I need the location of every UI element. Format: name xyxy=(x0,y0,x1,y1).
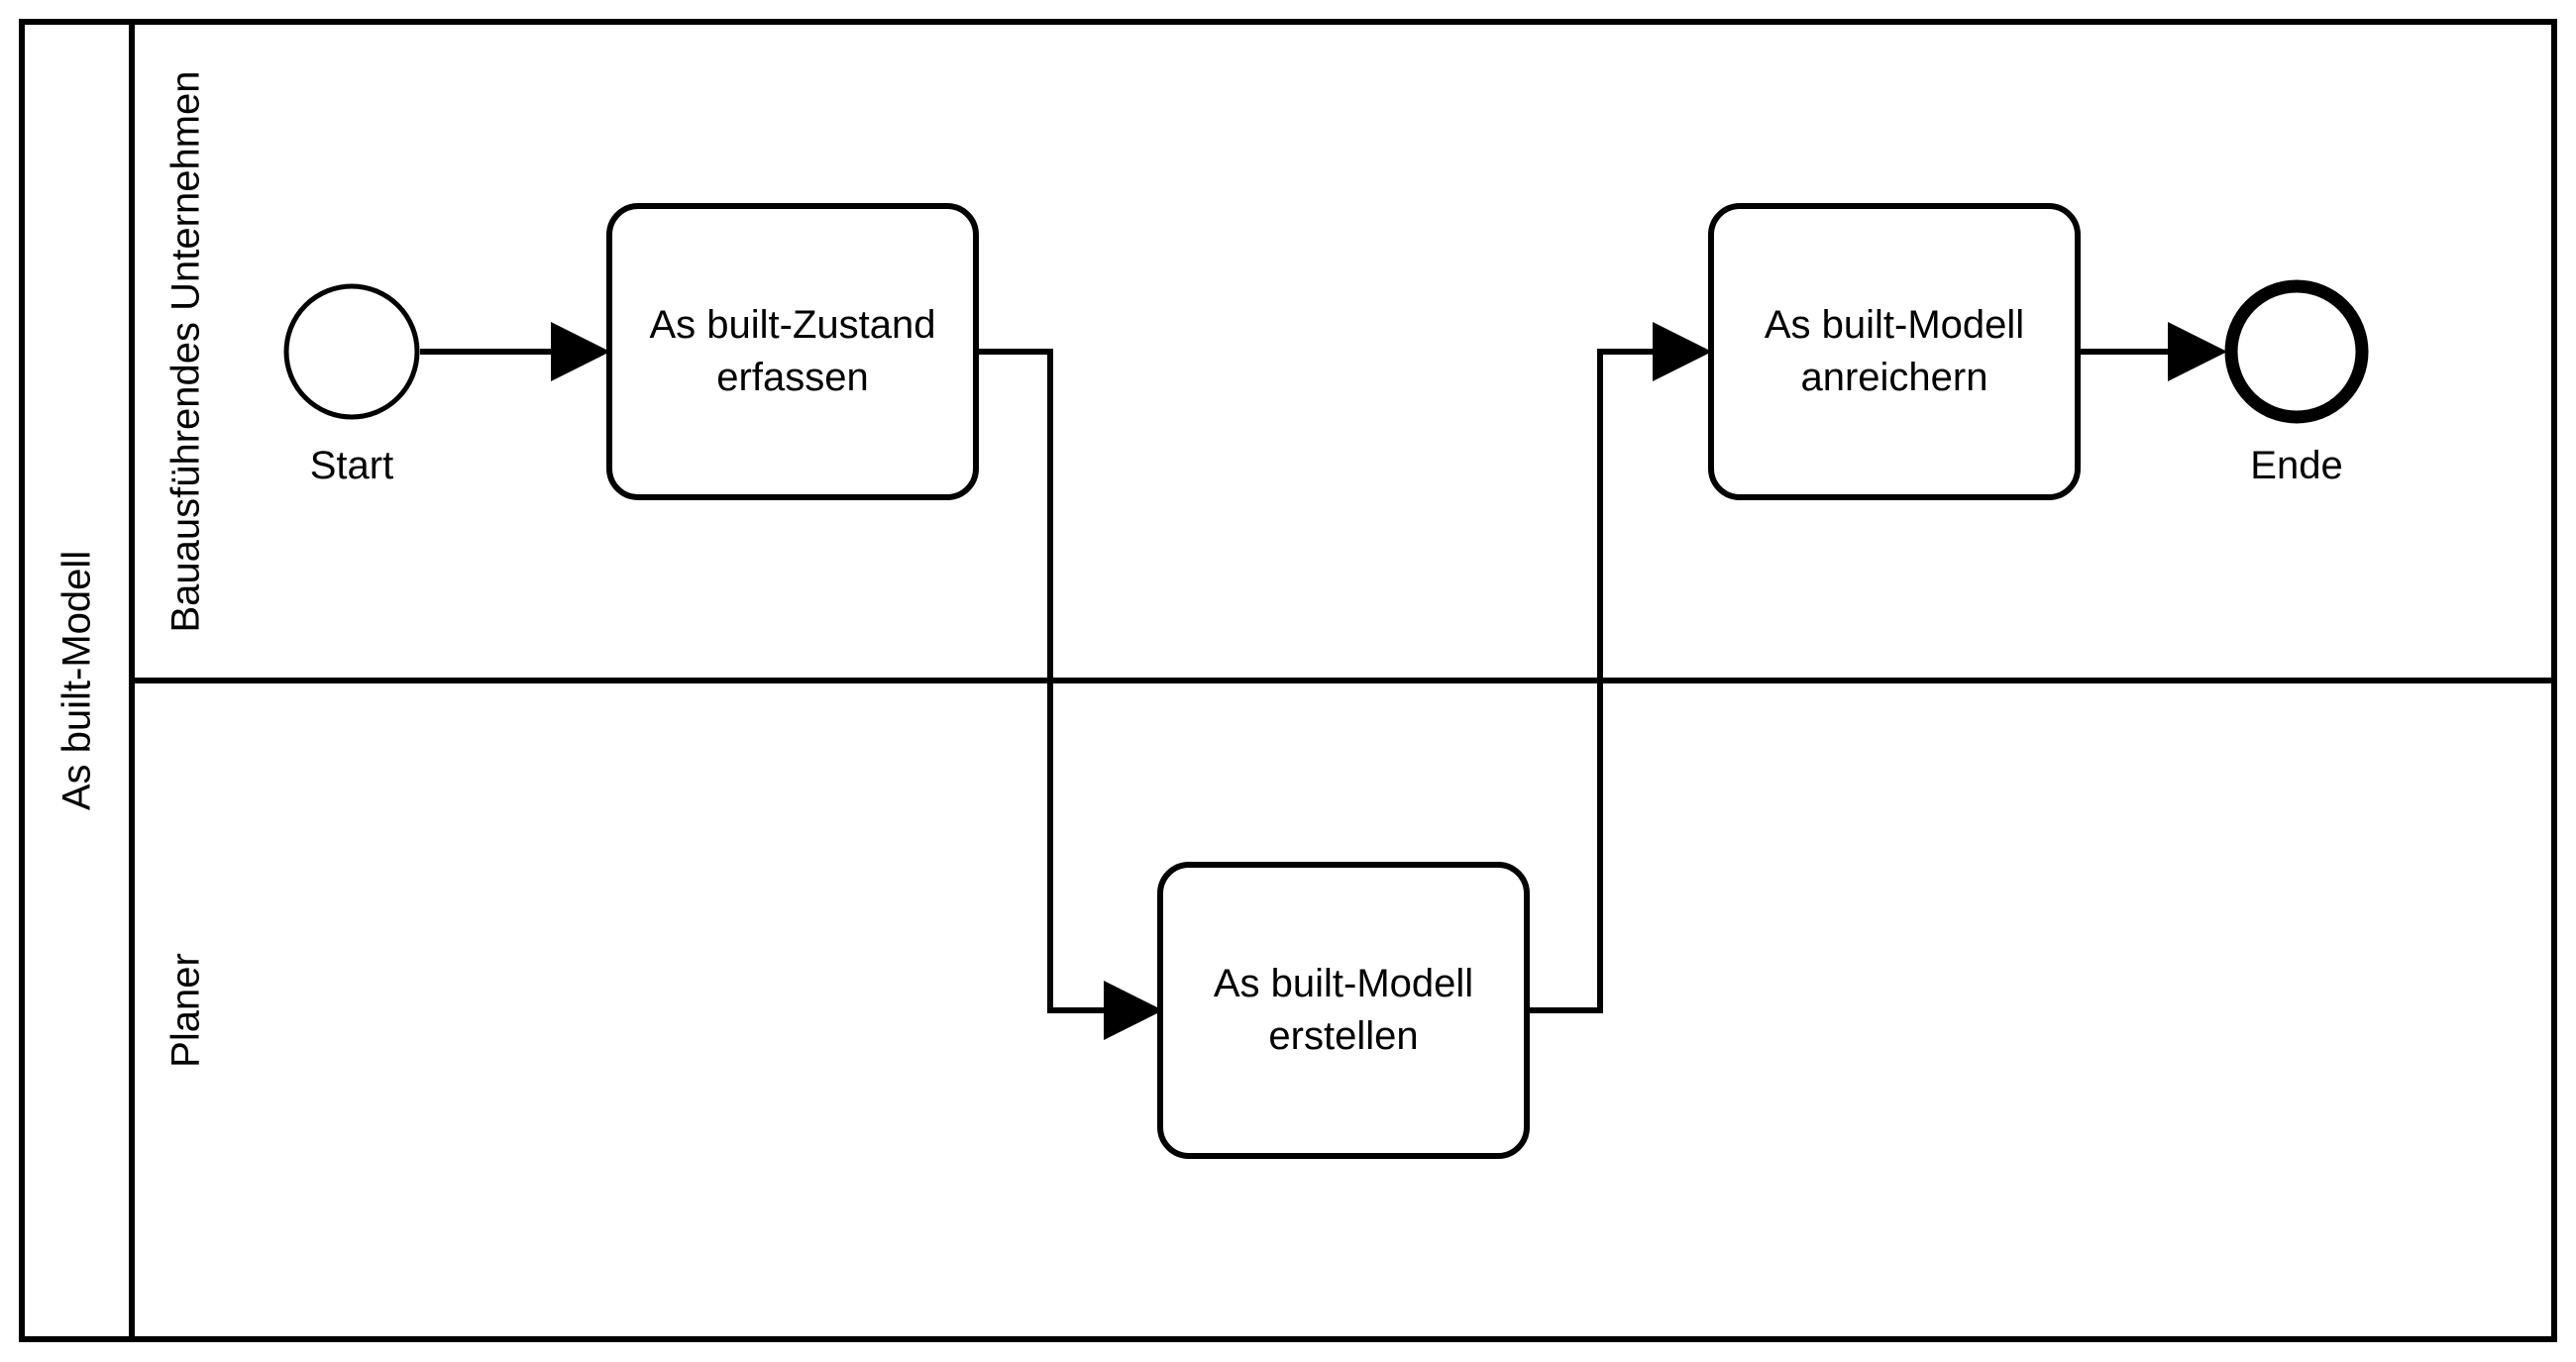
start-event-label: Start xyxy=(309,444,394,487)
flow-task1-to-task3 xyxy=(979,349,1163,1040)
lane-label-planer: Planer xyxy=(163,953,208,1068)
task-label-line2: erstellen xyxy=(1268,1014,1419,1058)
task-label-line1: As built-Modell xyxy=(1764,303,2025,347)
task-label-line2: anreichern xyxy=(1800,356,1988,399)
start-event[interactable] xyxy=(283,283,420,420)
pool-label: As built-Modell xyxy=(54,550,99,811)
end-event[interactable] xyxy=(2224,279,2369,424)
lane-label-bauausfuehrendes-unternehmen: Bauausführendes Unternehmen xyxy=(163,70,208,633)
task-label-line1: As built-Zustand xyxy=(649,303,936,347)
task-as-built-zustand-erfassen[interactable]: As built-Zustand erfassen xyxy=(606,203,979,500)
task-as-built-modell-erstellen[interactable]: As built-Modell erstellen xyxy=(1157,862,1530,1159)
flow-task3-to-task2 xyxy=(1529,322,1712,1013)
task-label-line1: As built-Modell xyxy=(1213,962,1474,1005)
task-label-line2: erfassen xyxy=(716,356,869,399)
end-event-label: Ende xyxy=(2250,444,2343,487)
task-as-built-modell-anreichern[interactable]: As built-Modell anreichern xyxy=(1708,203,2081,500)
